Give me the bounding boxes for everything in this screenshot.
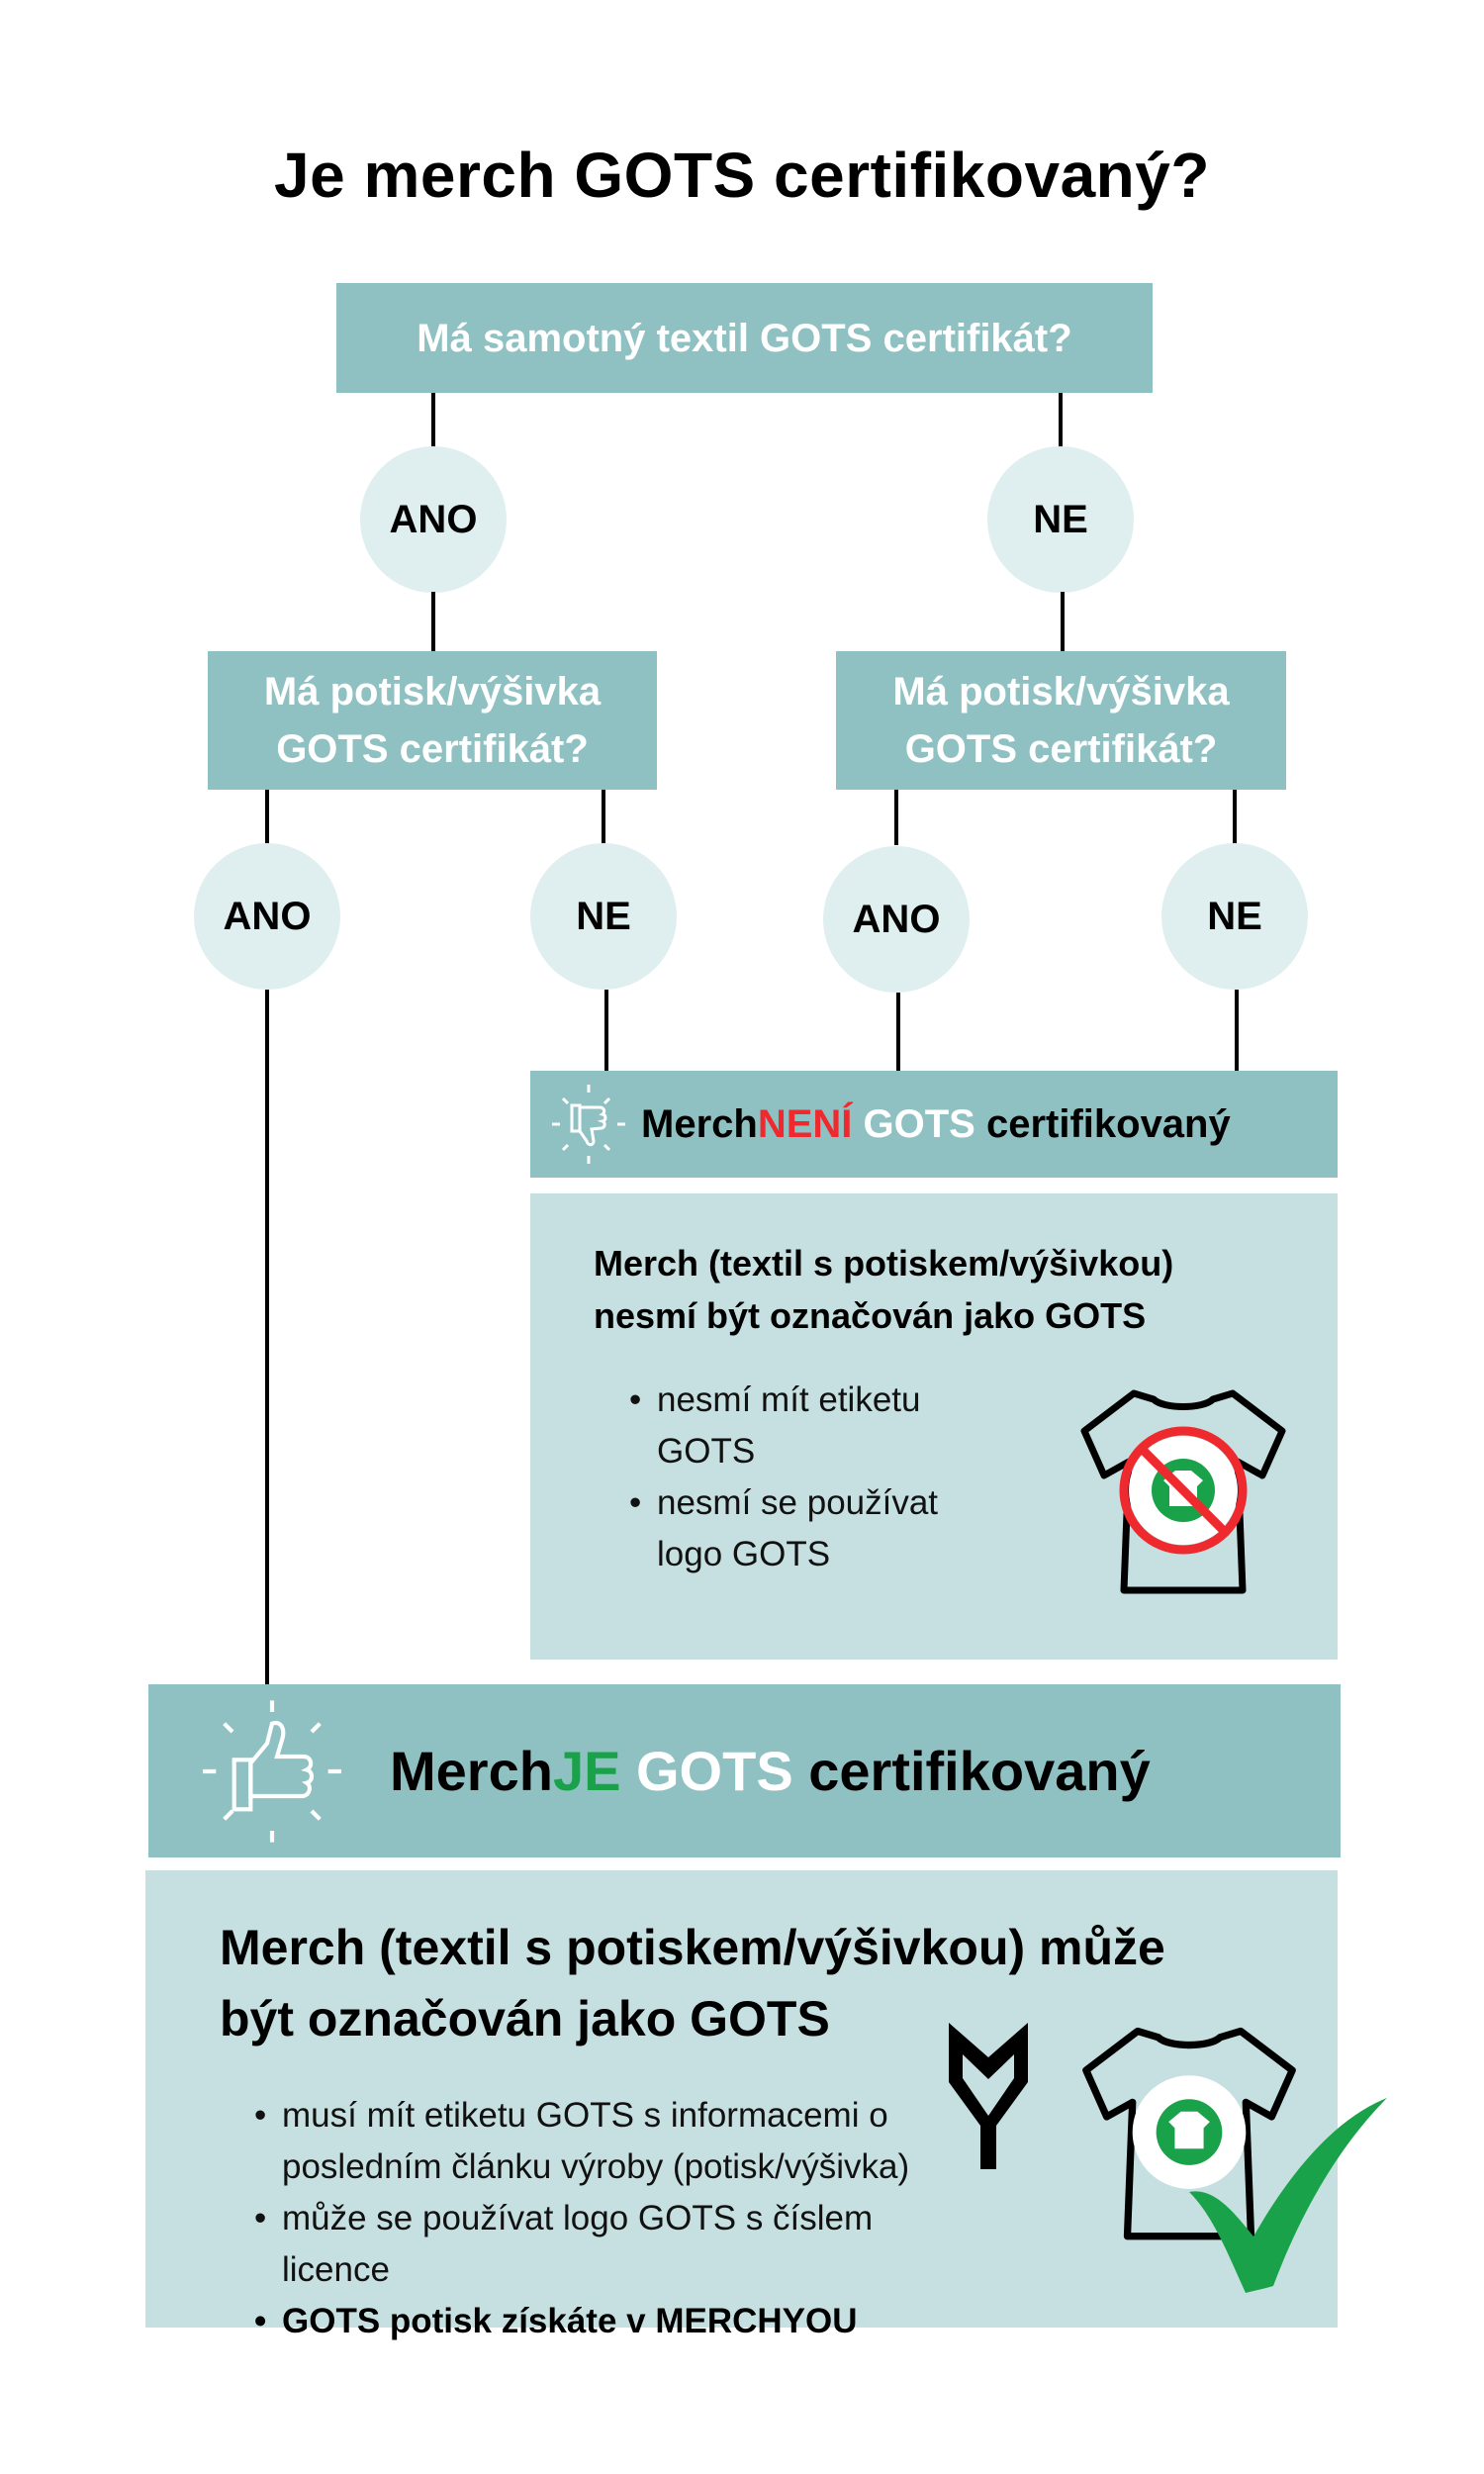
connector <box>431 393 435 448</box>
connector <box>1059 393 1063 448</box>
question-line: Má potisk/výšivka <box>892 670 1230 714</box>
connector <box>1061 592 1065 651</box>
tshirt-gots-icon <box>1082 2027 1296 2240</box>
connector <box>894 790 898 845</box>
question-line: GOTS certifikát? <box>276 727 589 771</box>
banner-not-word: NENÍ <box>757 1101 853 1146</box>
question-print-right: Má potisk/výšivka GOTS certifikát? <box>836 651 1286 790</box>
question-print-left: Má potisk/výšivka GOTS certifikát? <box>208 651 657 790</box>
details-list: musí mít etiketu GOTS s informacemi o po… <box>254 2090 986 2347</box>
question-line: Má potisk/výšivka <box>263 670 602 714</box>
answer-no: NE <box>987 446 1134 593</box>
banner-is-word: JE <box>552 1740 621 1802</box>
result-certified-details: Merch (textil s potiskem/výšivkou) může … <box>145 1870 1387 2347</box>
connector <box>431 592 435 651</box>
heading-line: Merch (textil s potiskem/výšivkou) může <box>220 1920 1165 1975</box>
answer-no: NE <box>530 843 677 990</box>
details-list: nesmí mít etiketu GOTS nesmí se používat… <box>629 1375 985 1580</box>
banner-gots-word: GOTS <box>620 1740 793 1802</box>
details-heading: Merch (textil s potiskem/výšivkou) může … <box>220 1912 1165 2054</box>
connector <box>265 990 269 1684</box>
page-title: Je merch GOTS certifikovaný? <box>274 140 1210 211</box>
list-item: nesmí se používat logo GOTS <box>629 1477 985 1580</box>
tshirt-crossed-gots-icon <box>1080 1389 1286 1594</box>
list-item: nesmí mít etiketu GOTS <box>629 1375 985 1477</box>
thumbs-down-icon <box>552 1085 625 1164</box>
answer-yes: ANO <box>360 446 507 593</box>
result-certified-banner: Merch JE GOTS certifikovaný <box>148 1684 1341 1857</box>
list-item: může se používat logo GOTS s číslem lice… <box>254 2193 986 2296</box>
answer-yes: ANO <box>194 843 340 990</box>
banner-text: Merch <box>641 1101 758 1146</box>
connector <box>1235 990 1239 1071</box>
result-not-certified-banner: Merch NENÍ GOTS certifikovaný <box>530 1071 1338 1178</box>
banner-text: certifikovaný <box>974 1101 1231 1146</box>
connector <box>604 990 608 1071</box>
list-item-merchyou: GOTS potisk získáte v MERCHYOU <box>254 2296 986 2347</box>
result-not-certified-details: Merch (textil s potiskem/výšivkou) nesmí… <box>530 1193 1338 1660</box>
thumbs-up-icon <box>203 1699 341 1843</box>
banner-text: certifikovaný <box>792 1740 1151 1802</box>
connector <box>602 790 605 845</box>
connector <box>1233 790 1237 845</box>
details-heading: Merch (textil s potiskem/výšivkou) nesmí… <box>594 1237 1173 1342</box>
banner-gots-word: GOTS <box>852 1101 975 1146</box>
heading-line: být označován jako GOTS <box>220 1991 830 2046</box>
merchyou-logo-icon <box>949 2023 1028 2169</box>
heading-line: Merch (textil s potiskem/výšivkou) <box>594 1243 1174 1284</box>
connector <box>265 790 269 845</box>
heading-line: nesmí být označován jako GOTS <box>594 1295 1147 1336</box>
answer-yes: ANO <box>823 846 970 993</box>
list-item: musí mít etiketu GOTS s informacemi o po… <box>254 2090 986 2193</box>
banner-text: Merch <box>390 1740 553 1802</box>
connector <box>896 993 900 1071</box>
question-line: GOTS certifikát? <box>904 727 1218 771</box>
question-textile: Má samotný textil GOTS certifikát? <box>336 283 1153 393</box>
answer-no: NE <box>1161 843 1308 990</box>
checkmark-icon <box>1189 2098 1387 2293</box>
